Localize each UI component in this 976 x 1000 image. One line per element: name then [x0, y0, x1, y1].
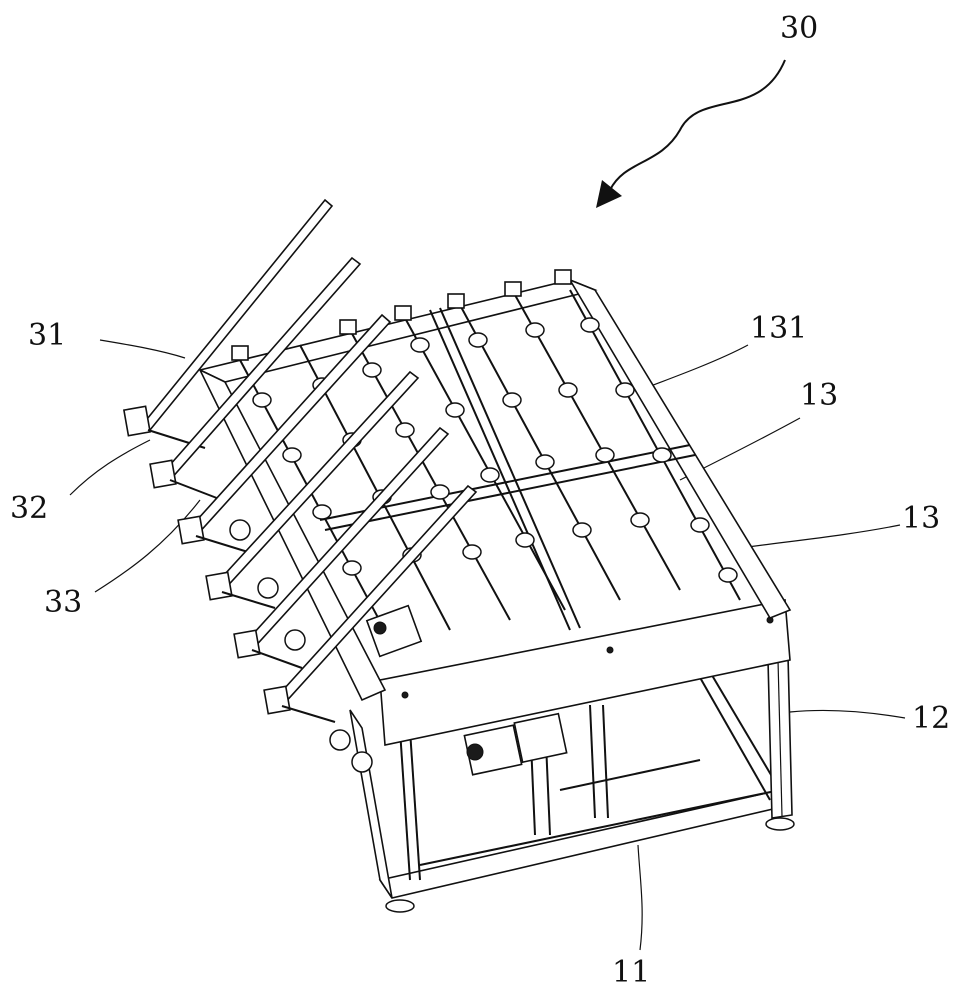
pivot-bearing	[284, 629, 306, 651]
leader-33	[94, 499, 201, 593]
label-33: 33	[44, 585, 82, 620]
arrowhead-icon	[596, 180, 622, 208]
label-11: 11	[612, 955, 650, 990]
leader-12	[789, 709, 906, 719]
pivot-bearing	[329, 729, 351, 751]
leg	[767, 655, 793, 819]
foot-pad	[765, 817, 795, 831]
roller-shafts	[231, 269, 741, 641]
tilt-arm	[177, 313, 392, 553]
leader-32	[69, 439, 151, 496]
label-12: 12	[912, 701, 950, 736]
label-131: 131	[750, 311, 807, 346]
label-30: 30	[780, 11, 818, 46]
label-13-upper: 13	[800, 378, 838, 413]
tilt-arm	[205, 370, 420, 609]
side-motor	[365, 604, 423, 658]
pivot-bearing	[351, 751, 373, 773]
roller-shaft	[349, 329, 511, 621]
leader-131	[639, 344, 749, 391]
roller-shaft	[404, 317, 566, 611]
foot-pad	[385, 899, 415, 913]
leader-30-arrow	[609, 59, 786, 191]
label-13-lower: 13	[902, 501, 940, 536]
roller-shaft	[569, 289, 741, 601]
leader-lines	[69, 59, 906, 951]
front-beam	[379, 599, 791, 746]
leader-11	[637, 844, 643, 951]
tilt-arm	[122, 198, 334, 449]
leader-31	[99, 339, 186, 359]
roller-shaft	[459, 304, 621, 601]
main-frame	[197, 278, 792, 702]
drive-motor	[463, 712, 568, 776]
roller-shaft	[514, 294, 681, 591]
tilt-arm	[263, 484, 478, 723]
pivot-bearing	[229, 519, 251, 541]
reference-labels: 30 31 32 33 131 13 13 12 11	[10, 11, 950, 990]
roller-shaft	[239, 359, 391, 641]
leader-13-b	[739, 524, 901, 549]
label-31: 31	[28, 318, 66, 353]
label-32: 32	[10, 491, 48, 526]
tilt-arm	[233, 426, 450, 669]
tilt-arm	[149, 256, 362, 501]
pivot-bearing	[257, 577, 279, 599]
tilting-arms	[122, 198, 478, 773]
